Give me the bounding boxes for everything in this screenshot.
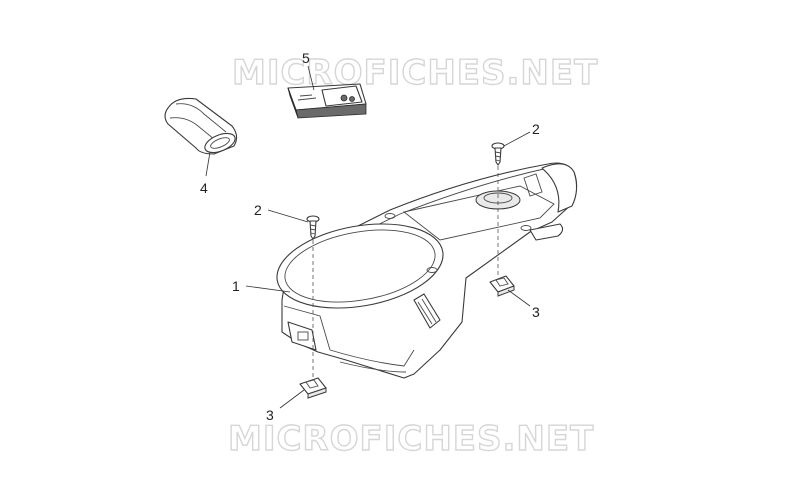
leader-2-right — [503, 131, 531, 147]
callout-3-right: 3 — [532, 304, 540, 320]
callout-5: 5 — [302, 50, 310, 66]
leader-3-right — [507, 289, 531, 307]
leader-3-left — [279, 389, 305, 409]
leader-4 — [205, 151, 211, 177]
callout-3-left: 3 — [266, 407, 274, 423]
leader-2-left — [267, 209, 309, 223]
watermark-bottom: MICROFICHES.NET — [228, 419, 594, 459]
part-1-storage-compartment — [276, 162, 578, 379]
callout-2-left: 2 — [254, 202, 262, 218]
part-2-screw-right — [491, 142, 505, 166]
part-3-clip-nut-left — [299, 377, 327, 399]
leader-5 — [307, 65, 315, 91]
part-4-sleeve — [164, 97, 238, 155]
part-2-screw-left — [306, 215, 320, 240]
leader-1 — [245, 285, 291, 293]
part-3-clip-nut-right — [489, 275, 515, 297]
callout-2-right: 2 — [532, 121, 540, 137]
callout-4: 4 — [200, 180, 208, 196]
part-5-booklet — [287, 83, 367, 119]
callout-1: 1 — [232, 278, 240, 294]
watermark-top: MICROFICHES.NET — [232, 53, 598, 93]
